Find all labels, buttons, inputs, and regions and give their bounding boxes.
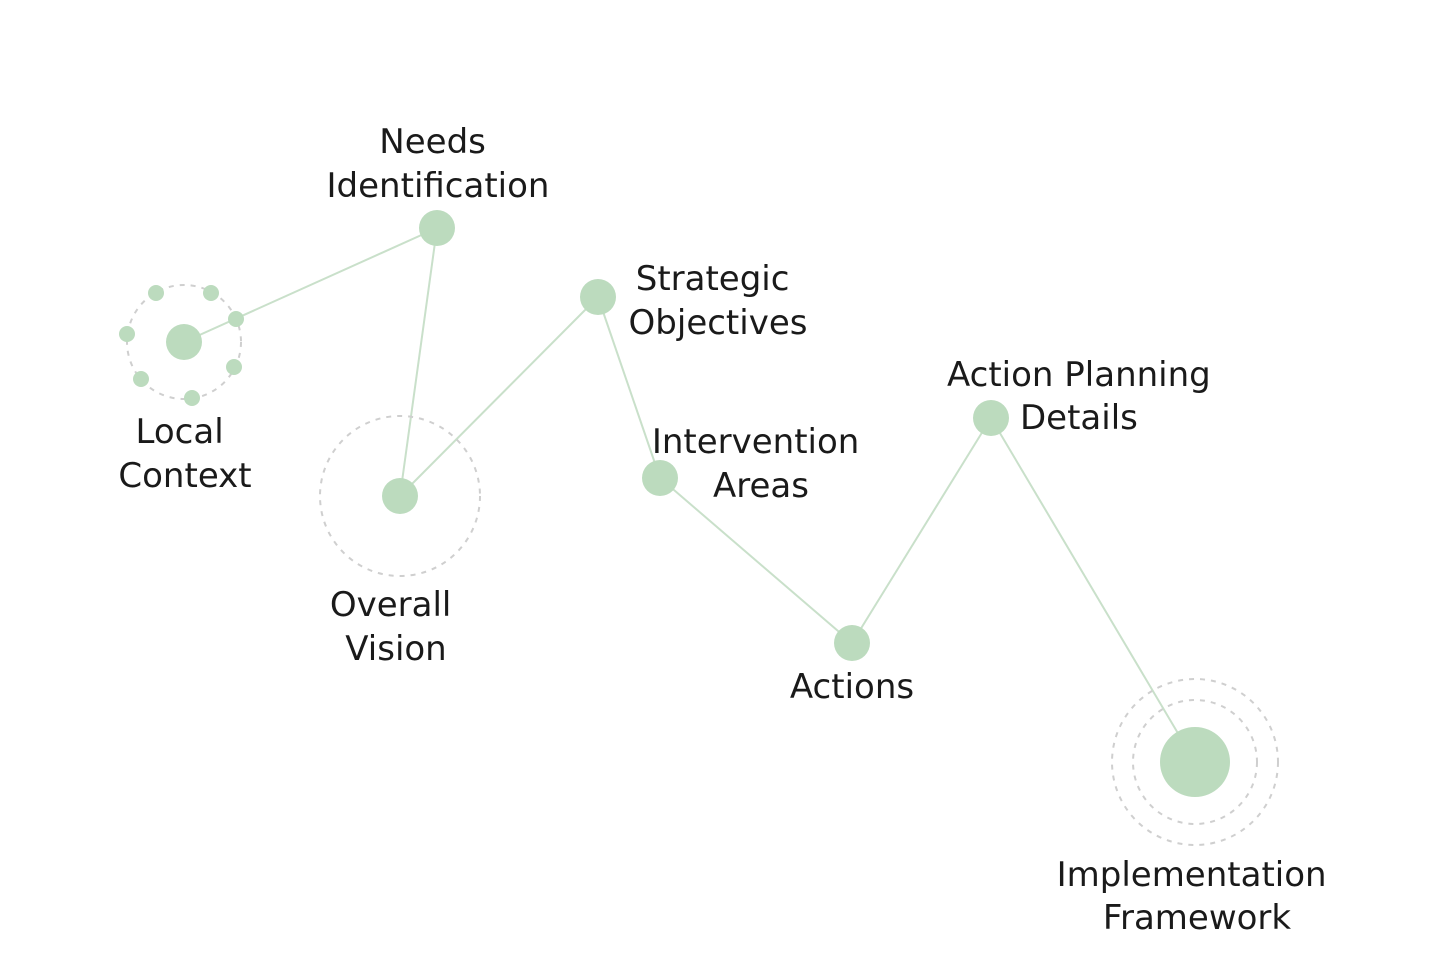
satellite-dot — [119, 326, 135, 342]
satellite-dot — [133, 371, 149, 387]
connector-objectives-to-intervention — [597, 296, 661, 479]
overall-vision-ring — [319, 415, 481, 577]
satellite-dot — [148, 285, 164, 301]
actions-node — [834, 625, 870, 661]
connector-intervention-to-actions — [659, 477, 853, 644]
connector-planning-to-implementation — [990, 417, 1196, 763]
implementation-outer-ring — [1111, 678, 1279, 846]
action-planning-details-node — [973, 400, 1009, 436]
needs-identification-node — [419, 210, 455, 246]
implementation-framework-label: Implementation Framework — [1057, 855, 1338, 938]
nodes — [166, 210, 1230, 797]
satellite-dot — [203, 285, 219, 301]
implementation-inner-ring — [1132, 699, 1258, 825]
satellite-dot — [184, 390, 200, 406]
local-context-label: Local Context — [118, 412, 251, 496]
strategic-objectives-label: Strategic Objectives — [629, 259, 808, 343]
intervention-areas-node — [642, 460, 678, 496]
satellite-dot — [228, 311, 244, 327]
satellite-dot — [226, 359, 242, 375]
actions-label: Actions — [790, 667, 914, 707]
overall-vision-label: Overall Vision — [330, 585, 462, 669]
needs-identification-label: Needs Identification — [327, 122, 550, 206]
connector-actions-to-planning — [851, 417, 992, 644]
intervention-areas-label: Intervention Areas — [652, 422, 870, 506]
labels: Needs Identification Local Context Strat… — [118, 122, 1338, 938]
local-context-satellites — [119, 285, 244, 406]
local-context-node — [166, 324, 202, 360]
connector-needs-to-vision — [399, 227, 438, 497]
connector-vision-to-objectives — [399, 296, 599, 497]
action-planning-details-label: Action Planning Details — [947, 355, 1222, 438]
overall-vision-node — [382, 478, 418, 514]
connector-lines — [183, 227, 1196, 763]
implementation-framework-node — [1160, 727, 1230, 797]
strategic-objectives-node — [580, 279, 616, 315]
connector-local-to-needs — [183, 227, 438, 343]
